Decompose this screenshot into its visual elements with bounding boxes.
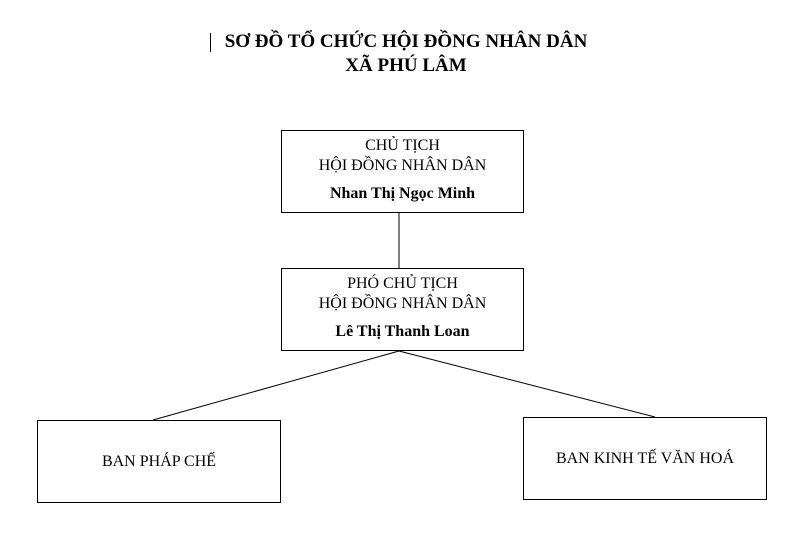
chairman-name: Nhan Thị Ngọc Minh <box>329 185 476 202</box>
vice-chairman-body: HỘI ĐỒNG NHÂN DÂN <box>318 295 487 312</box>
legal-committee-label: BAN PHÁP CHẾ <box>101 452 217 470</box>
chairman-body: HỘI ĐỒNG NHÂN DÂN <box>318 157 487 174</box>
node-econ-culture-committee: BAN KINH TẾ VĂN HOÁ <box>523 417 767 500</box>
text-cursor-mark <box>210 33 211 52</box>
diagram-title: SƠ ĐỒ TỔ CHỨC HỘI ĐỒNG NHÂN DÂN <box>224 31 588 52</box>
diagram-subtitle: XÃ PHÚ LÂM <box>345 55 467 76</box>
node-vice-chairman: PHÓ CHỦ TỊCH HỘI ĐỒNG NHÂN DÂN Lê Thị Th… <box>281 268 524 351</box>
vice-chairman-name: Lê Thị Thanh Loan <box>335 323 470 340</box>
vice-chairman-role: PHÓ CHỦ TỊCH <box>347 275 458 292</box>
chairman-role: CHỦ TỊCH <box>365 137 440 154</box>
edge-vice-to-legal <box>152 350 400 421</box>
econ-culture-committee-label: BAN KINH TẾ VĂN HOÁ <box>555 449 735 467</box>
node-legal-committee: BAN PHÁP CHẾ <box>37 420 281 503</box>
node-chairman: CHỦ TỊCH HỘI ĐỒNG NHÂN DÂN Nhan Thị Ngọc… <box>281 130 524 213</box>
edge-vice-to-econ <box>398 350 656 418</box>
